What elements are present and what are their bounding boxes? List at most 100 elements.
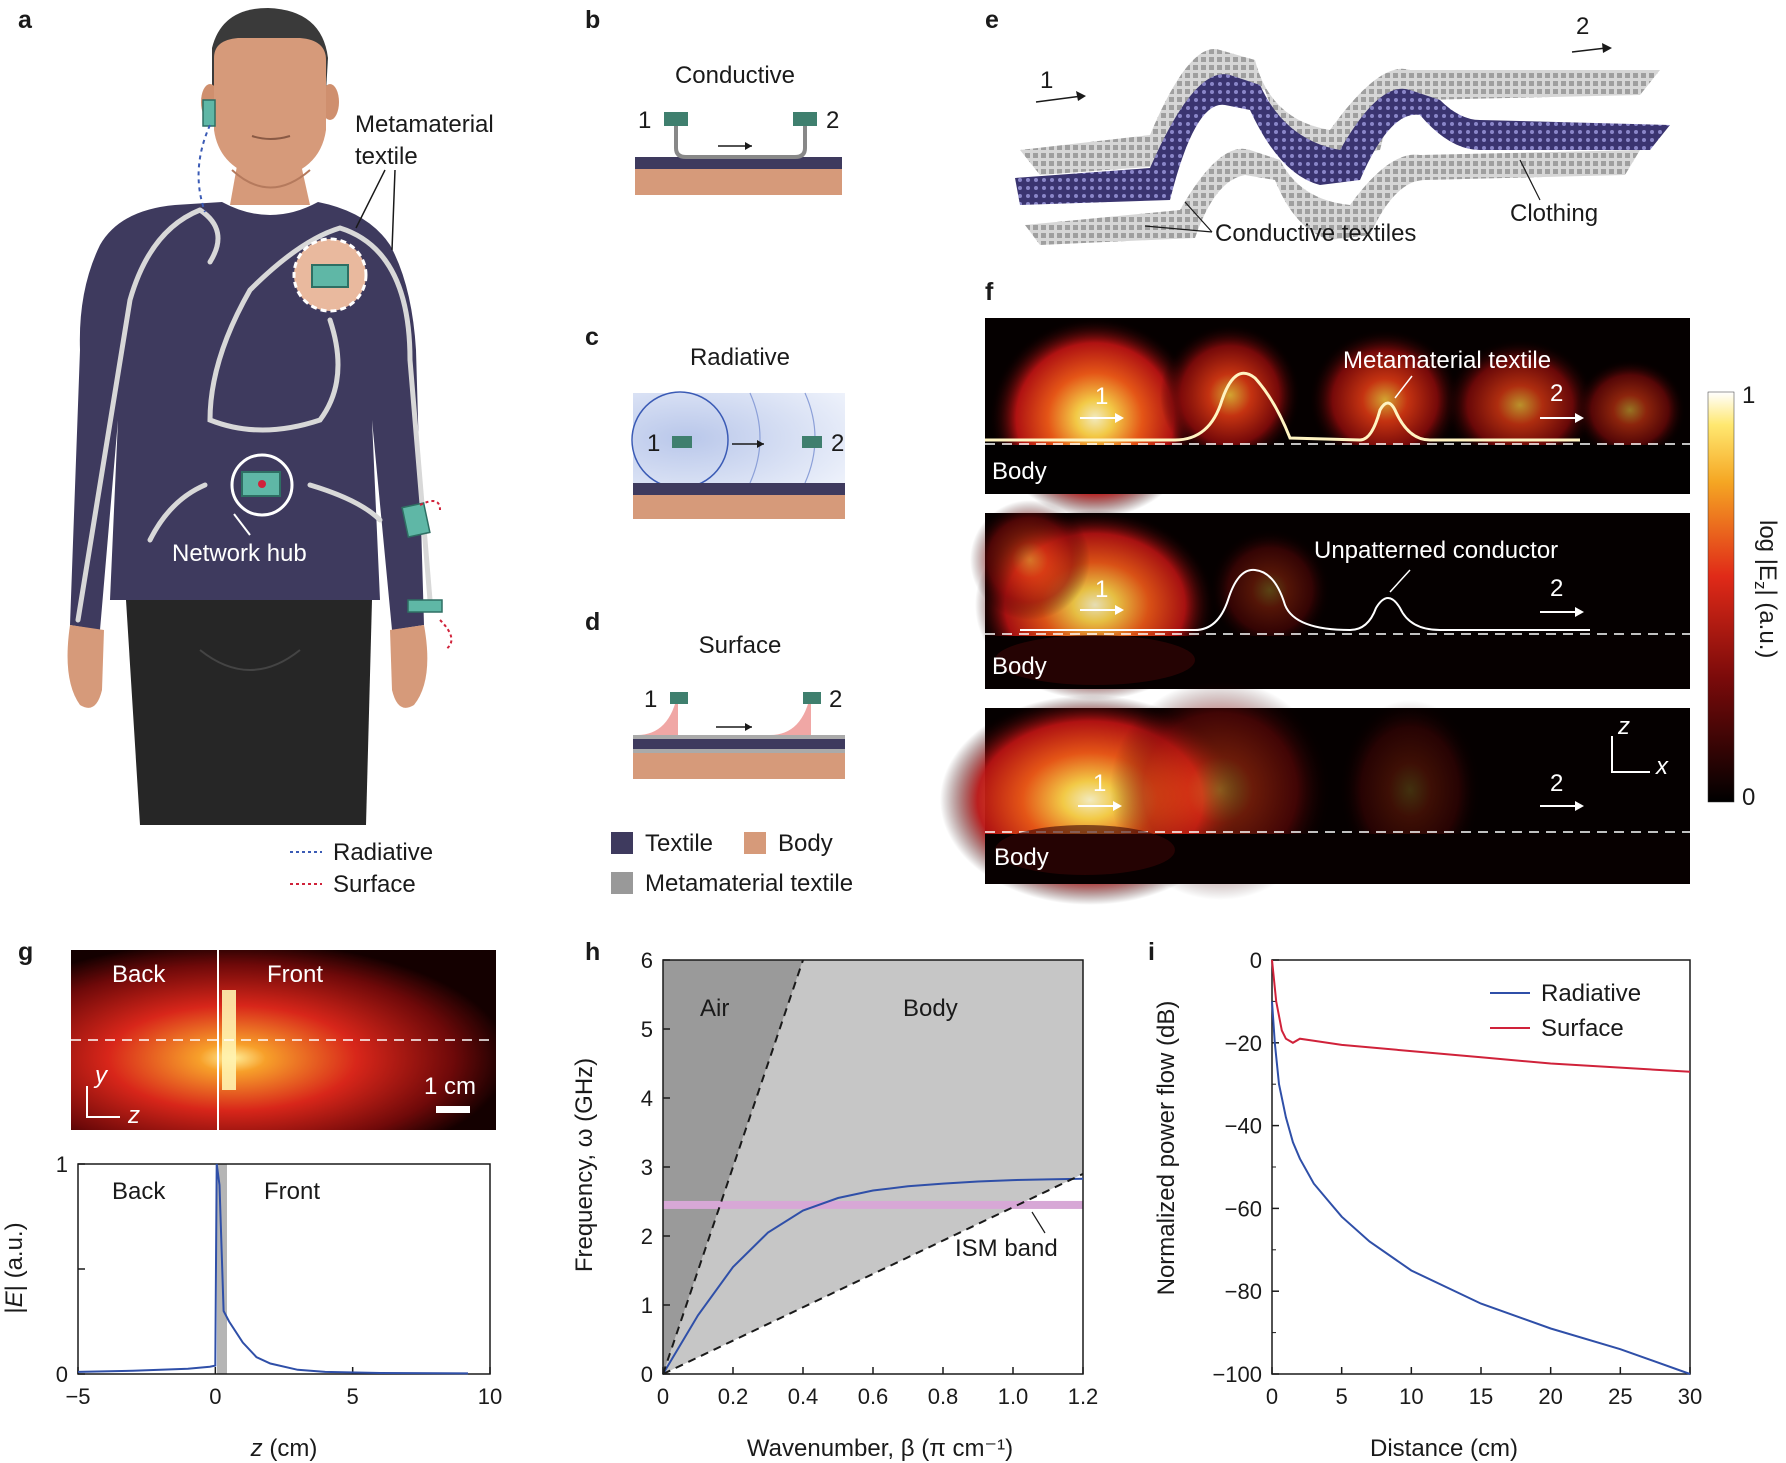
g-xtick-label: 5 <box>347 1384 359 1409</box>
body-label: Body <box>994 844 1049 871</box>
colorbar-label: log |Ez| (a.u.) <box>1751 520 1781 658</box>
unpatterned-conductor-label: Unpatterned conductor <box>1314 537 1558 564</box>
plot-back-label: Back <box>112 1178 166 1205</box>
panel-letter-e: e <box>985 6 999 34</box>
network-hub-label: Network hub <box>172 540 307 567</box>
surface-wave-2 <box>770 692 811 735</box>
metamaterial-label-1: Metamaterial <box>355 111 494 138</box>
h-ylabel: Frequency, ω (GHz) <box>571 1058 598 1272</box>
field-map-g: Back Front y z 1 cm <box>71 950 496 1130</box>
h-xtick-label: 0.4 <box>788 1384 819 1409</box>
i-xtick-label: 30 <box>1678 1384 1702 1409</box>
h-ytick-label: 3 <box>641 1155 653 1180</box>
node-2-label: 2 <box>826 107 839 134</box>
light-line-1 <box>662 959 804 1375</box>
i-xtick-label: 20 <box>1538 1384 1562 1409</box>
i-xtick-label: 5 <box>1336 1384 1348 1409</box>
h-xtick-label: 1.2 <box>1068 1384 1099 1409</box>
source-2-label: 2 <box>1550 770 1563 797</box>
panel-letter-a: a <box>18 6 33 34</box>
i-ytick-label: 0 <box>1250 948 1262 973</box>
node-2 <box>803 692 821 704</box>
body-label: Body <box>992 458 1047 485</box>
node-2-label: 2 <box>829 686 842 713</box>
node-1 <box>672 436 692 448</box>
map-axis-z: z <box>127 1102 140 1129</box>
panel-letter-i: i <box>1148 938 1155 966</box>
i-ytick-label: −60 <box>1225 1196 1262 1221</box>
panel-b: b Conductive 1 2 <box>585 6 842 195</box>
h-ytick-label: 0 <box>641 1362 653 1387</box>
clothing-mesh <box>1015 74 1670 205</box>
node-1-label: 1 <box>647 430 660 457</box>
map-back-label: Back <box>112 961 166 988</box>
panel-d: d Surface 1 2 <box>585 608 845 779</box>
i-axes <box>1271 959 1691 1375</box>
body-label: Body <box>992 653 1047 680</box>
h-xlabel: Wavenumber, β (π cm⁻¹) <box>747 1435 1013 1462</box>
map-front-label: Front <box>267 961 323 988</box>
axis-x-label: x <box>1655 753 1669 780</box>
panel-letter-b: b <box>585 6 600 34</box>
scale-bar <box>436 1106 470 1113</box>
material-legend: Textile Body Metamaterial textile <box>611 830 853 897</box>
h-ytick-label: 2 <box>641 1224 653 1249</box>
legend-body-label: Body <box>778 830 833 857</box>
i-ylabel: Normalized power flow (dB) <box>1153 1001 1180 1296</box>
panel-a: a <box>18 6 494 898</box>
radiative-title: Radiative <box>690 344 790 371</box>
h-ytick-label: 5 <box>641 1017 653 1042</box>
g-series-0 <box>77 1163 469 1375</box>
ism-band <box>663 1200 1083 1209</box>
i-ytick-label: −20 <box>1225 1031 1262 1056</box>
panel-letter-f: f <box>985 278 994 306</box>
panel-f: f 1 2 Metamaterial textile Body <box>940 278 1781 905</box>
hub-pointer <box>233 513 251 536</box>
h-xtick-label: 0.8 <box>928 1384 959 1409</box>
conductive-title: Conductive <box>675 62 795 89</box>
conductive-wire <box>674 125 807 159</box>
panel-letter-d: d <box>585 608 600 636</box>
surface-wave-1 <box>637 692 678 735</box>
panel-letter-g: g <box>18 938 33 966</box>
field-map-unpatterned: 1 2 Unpatterned conductor Body <box>970 500 1690 700</box>
source-1-label: 1 <box>1095 576 1108 603</box>
region-body-label: Body <box>903 995 958 1022</box>
port-2-label: 2 <box>1576 13 1589 40</box>
metamaterial-label-2: textile <box>355 143 418 170</box>
source-1-label: 1 <box>1093 770 1106 797</box>
legend-surface-label: Surface <box>333 871 416 898</box>
axis-z-label: z <box>1617 713 1630 740</box>
h-ytick-label: 4 <box>641 1086 653 1111</box>
metamaterial-textile-label: Metamaterial textile <box>1343 347 1551 374</box>
i-xtick-label: 10 <box>1399 1384 1423 1409</box>
textile-layer <box>635 157 842 169</box>
h-xtick-label: 0.6 <box>858 1384 889 1409</box>
h-xtick-label: 1.0 <box>998 1384 1029 1409</box>
legend-textile-swatch <box>611 832 633 854</box>
legend-textile-label: Textile <box>645 830 713 857</box>
panel-e: e 1 2 Conductive textiles Clothing <box>985 6 1670 247</box>
g-ylabel: |E| (a.u.) <box>1 1222 28 1313</box>
node-1 <box>670 692 688 704</box>
h-xtick-label: 0 <box>657 1384 669 1409</box>
i-xlabel: Distance (cm) <box>1370 1435 1518 1462</box>
i-xtick-label: 15 <box>1469 1384 1493 1409</box>
i-ytick-label: −100 <box>1212 1362 1262 1387</box>
conductive-textiles-label: Conductive textiles <box>1215 220 1416 247</box>
node-2 <box>793 112 817 126</box>
g-ytick-label: 1 <box>56 1152 68 1177</box>
legend-radiative-label: Radiative <box>333 839 433 866</box>
panel-letter-h: h <box>585 938 600 966</box>
conductive-strip-bottom <box>1025 148 1640 245</box>
source-1-label: 1 <box>1095 383 1108 410</box>
series-surface <box>1271 959 1691 1073</box>
field-map-metamaterial: 1 2 Metamaterial textile Body <box>985 318 1690 518</box>
i-ytick-label: −80 <box>1225 1279 1262 1304</box>
port-1-label: 1 <box>1040 67 1053 94</box>
scale-bar-label: 1 cm <box>424 1073 476 1100</box>
metamaterial-pointer <box>355 169 396 251</box>
